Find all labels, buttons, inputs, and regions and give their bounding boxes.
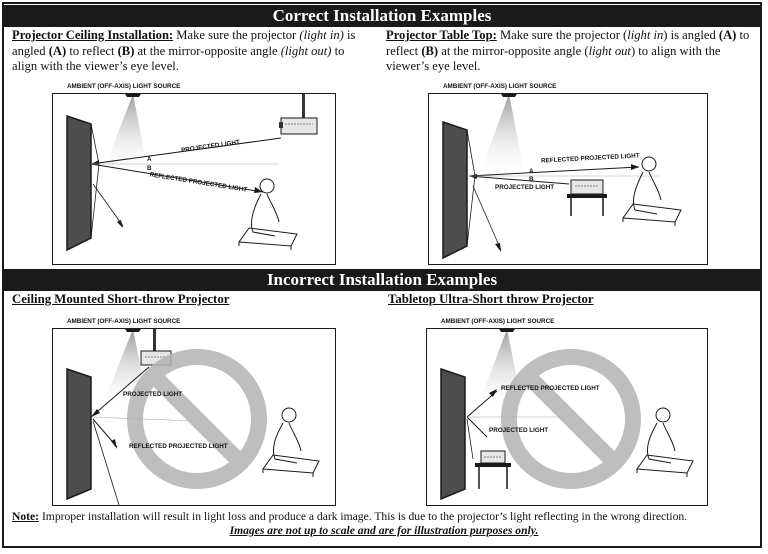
ambient-light-bulb-icon [501,94,517,97]
angle-a-label: A [147,156,152,163]
angle-a-label: A [529,168,534,175]
footer-note: Note: Improper installation will result … [12,510,687,523]
ceiling-installation-heading: Projector Ceiling Installation: [12,28,174,42]
ambient-light-label: AMBIENT (OFF-AXIS) LIGHT SOURCE [443,83,557,90]
correct-section-banner: Correct Installation Examples [4,5,760,27]
incorrect-tabletop-diagram: AMBIENT (OFF-AXIS) LIGHT SOURCE REFLECTE… [426,318,708,506]
reflected-light-label: REFLECTED PROJECTED LIGHT [129,443,228,450]
incorrect-section-title: Incorrect Installation Examples [266,270,498,289]
page-border [2,2,762,548]
seated-viewer-icon [238,178,298,250]
projected-light-label: PROJECTED LIGHT [489,427,549,434]
note-text: Improper installation will result in lig… [39,510,688,523]
projector-icon [567,179,607,216]
scale-disclaimer: Images are not up to scale and are for i… [229,524,539,537]
angle-b-label: B [529,176,534,183]
ambient-light-bulb-icon [125,94,141,97]
angle-b-label: B [147,165,152,172]
reflected-light-label: REFLECTED PROJECTED LIGHT [501,385,600,392]
correct-section-title: Correct Installation Examples [272,6,492,25]
projector-icon [279,94,318,135]
screen-panel-icon [442,120,468,260]
seated-viewer-icon [622,156,682,226]
incorrect-section-banner: Incorrect Installation Examples [4,269,760,291]
screen-panel-icon [66,367,92,501]
ambient-light-cone [103,94,148,172]
screen-panel-icon [66,114,92,252]
ambient-light-cone [479,94,525,176]
correct-ceiling-diagram: AMBIENT (OFF-AXIS) LIGHT SOURCE PROJECTE… [52,83,336,265]
tabletop-installation-caption: Projector Table Top: Make sure the proje… [386,28,750,73]
prohibited-sign-icon [127,349,267,489]
tabletop-installation-heading: Projector Table Top: [386,28,497,42]
correct-tabletop-diagram: AMBIENT (OFF-AXIS) LIGHT SOURCE REFLECTE… [428,83,708,265]
note-label: Note: [12,510,40,523]
prohibited-sign-icon [501,349,641,489]
ambient-light-bulb-icon [499,329,515,332]
projector-icon [475,450,511,489]
seated-viewer-icon [262,407,320,477]
ambient-light-label: AMBIENT (OFF-AXIS) LIGHT SOURCE [441,318,555,325]
ambient-light-label: AMBIENT (OFF-AXIS) LIGHT SOURCE [67,318,181,325]
projected-light-label: PROJECTED LIGHT [495,184,555,191]
ambient-light-label: AMBIENT (OFF-AXIS) LIGHT SOURCE [67,83,181,90]
incorrect-ceiling-diagram: AMBIENT (OFF-AXIS) LIGHT SOURCE PROJECTE… [52,318,336,506]
seated-viewer-icon [636,407,694,477]
projected-light-label: PROJECTED LIGHT [123,391,183,398]
ambient-light-bulb-icon [125,329,141,332]
tabletop-ultra-short-throw-heading: Tabletop Ultra-Short throw Projector [388,292,594,306]
screen-panel-icon [440,367,466,501]
ceiling-installation-caption: Projector Ceiling Installation: Make sur… [12,28,356,73]
ceiling-short-throw-heading: Ceiling Mounted Short-throw Projector [12,292,230,306]
